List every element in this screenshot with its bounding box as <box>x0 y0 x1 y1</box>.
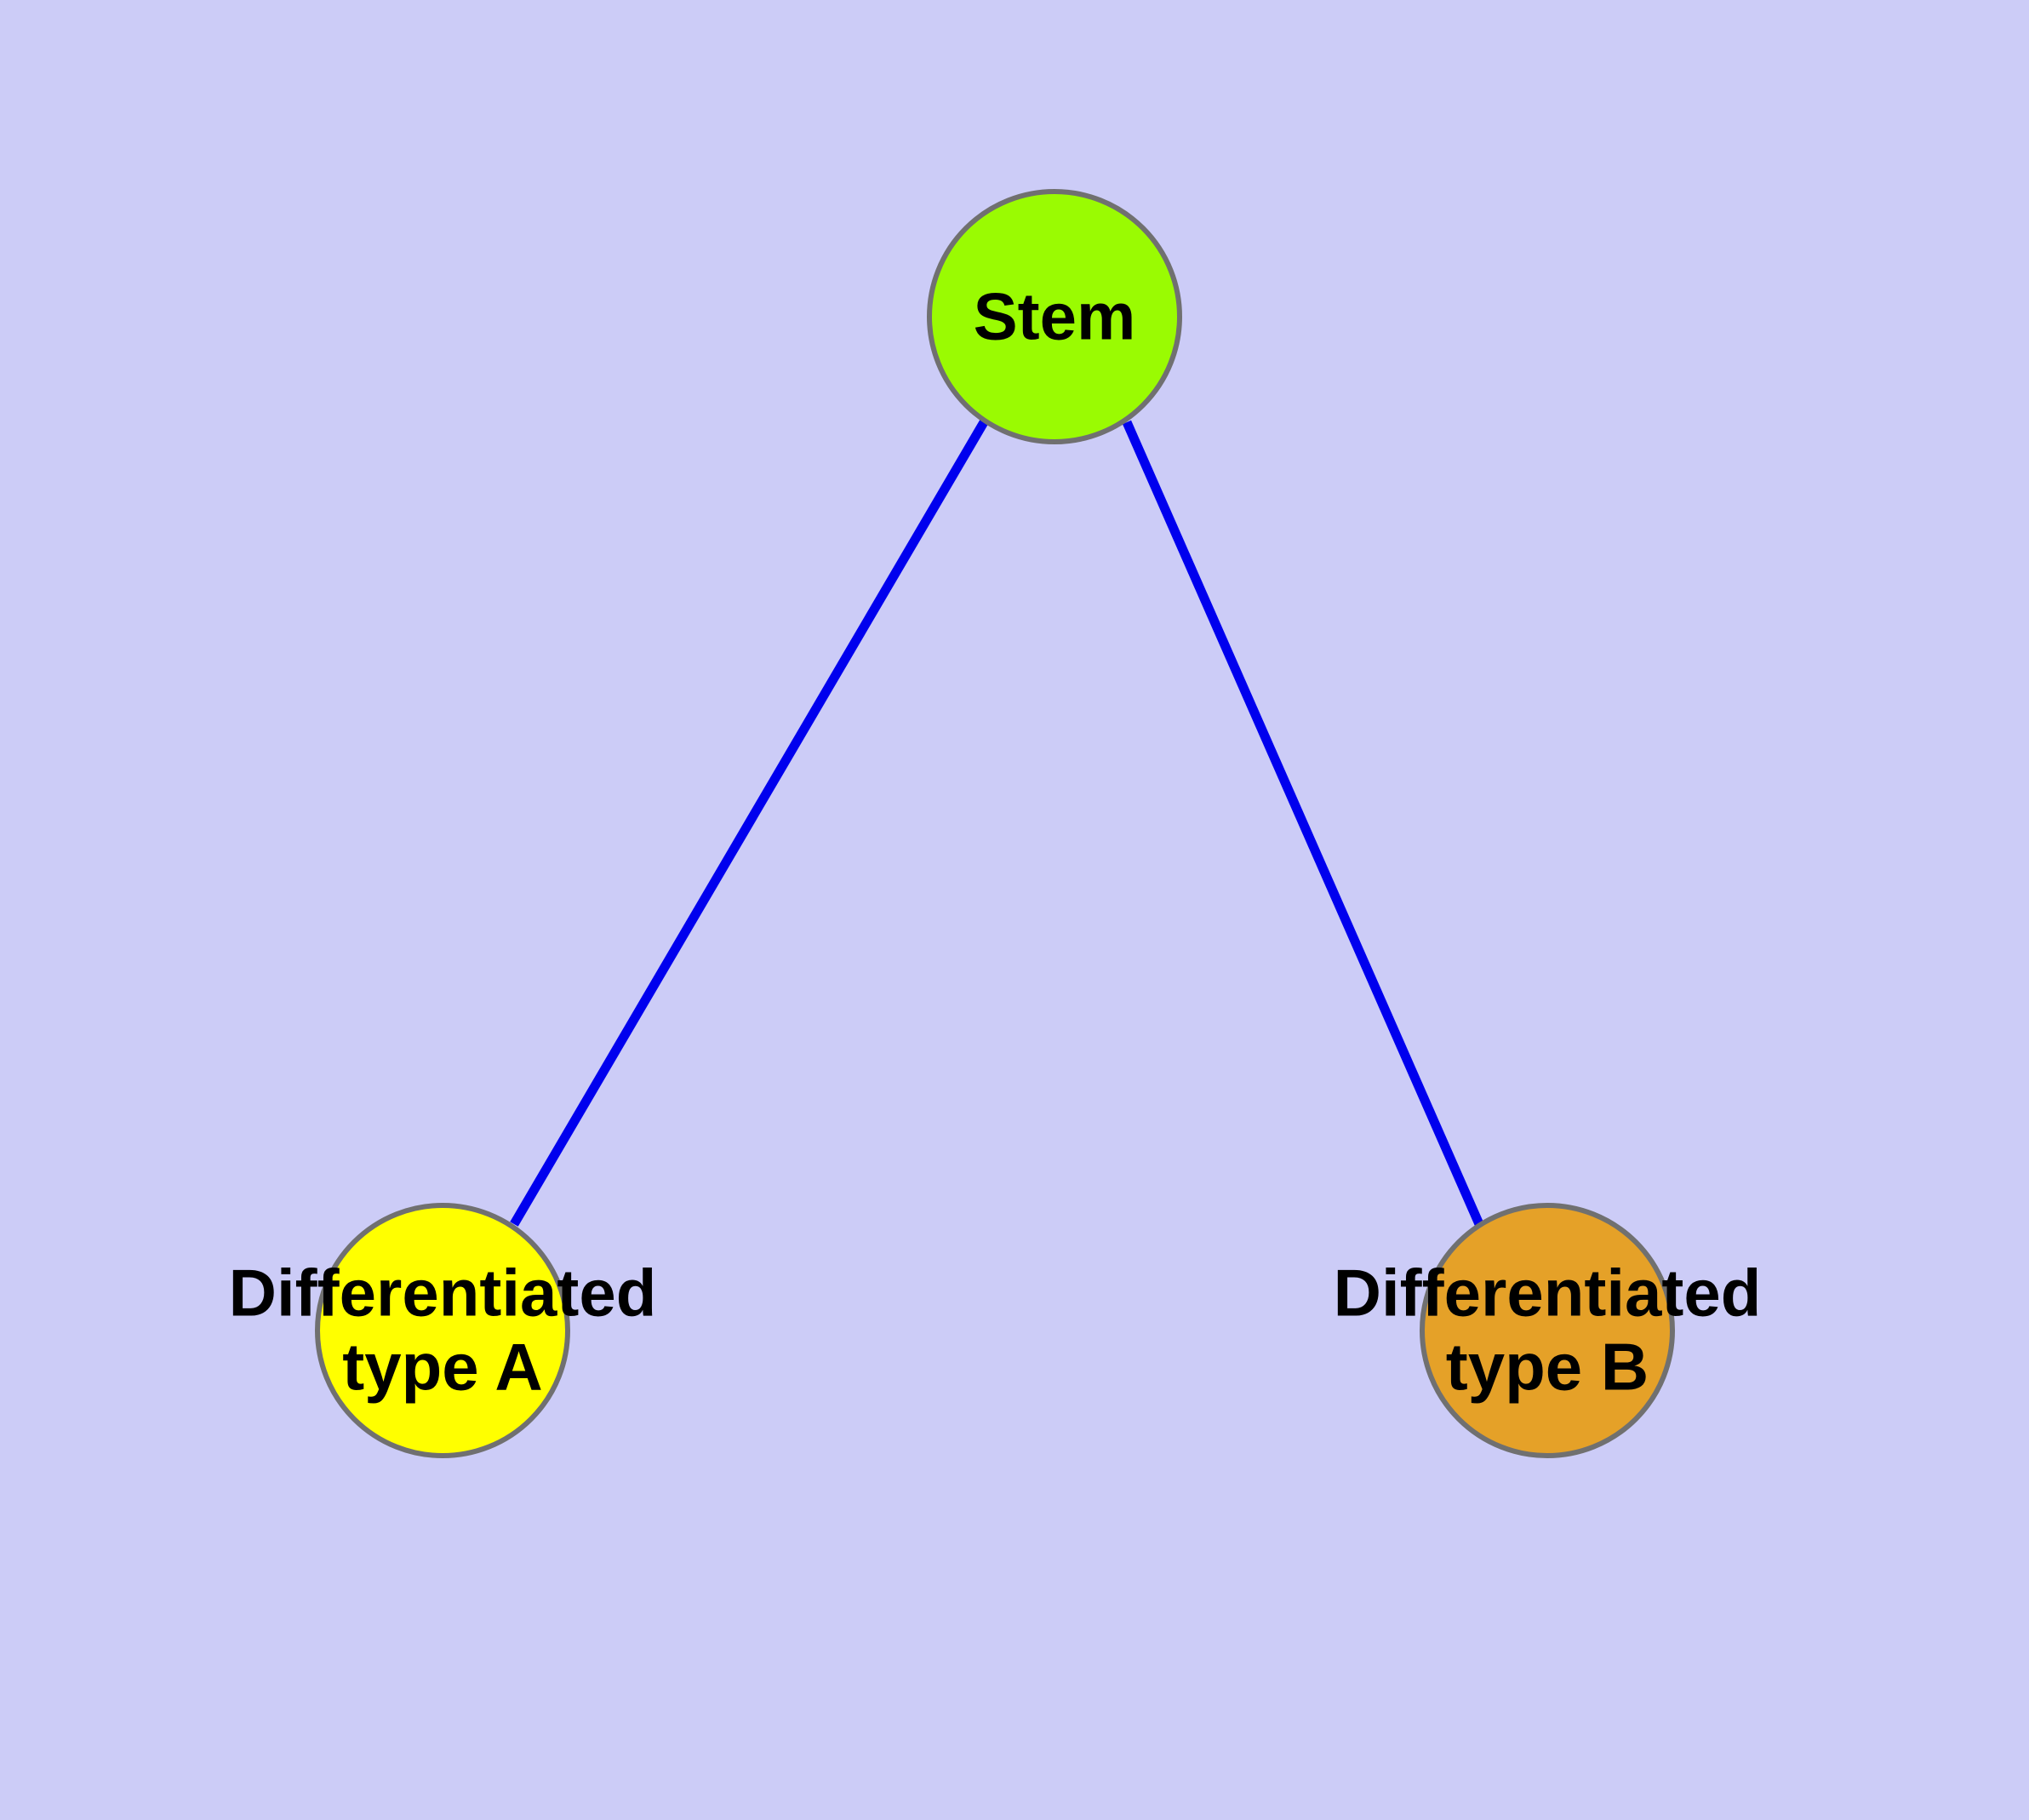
node-stem-circle[interactable] <box>927 189 1182 444</box>
edge-stem-to-differentiated-type-a[interactable] <box>510 420 988 1227</box>
node-differentiated-type-b[interactable]: Differentiated type B <box>1334 1203 1761 1458</box>
node-differentiated-type-b-circle[interactable] <box>1420 1203 1675 1458</box>
edge-stem-to-differentiated-type-b[interactable] <box>1122 420 1484 1227</box>
node-differentiated-type-a-circle[interactable] <box>315 1203 570 1458</box>
node-stem[interactable]: Stem <box>927 189 1182 444</box>
node-differentiated-type-a[interactable]: Differentiated type A <box>229 1203 656 1458</box>
